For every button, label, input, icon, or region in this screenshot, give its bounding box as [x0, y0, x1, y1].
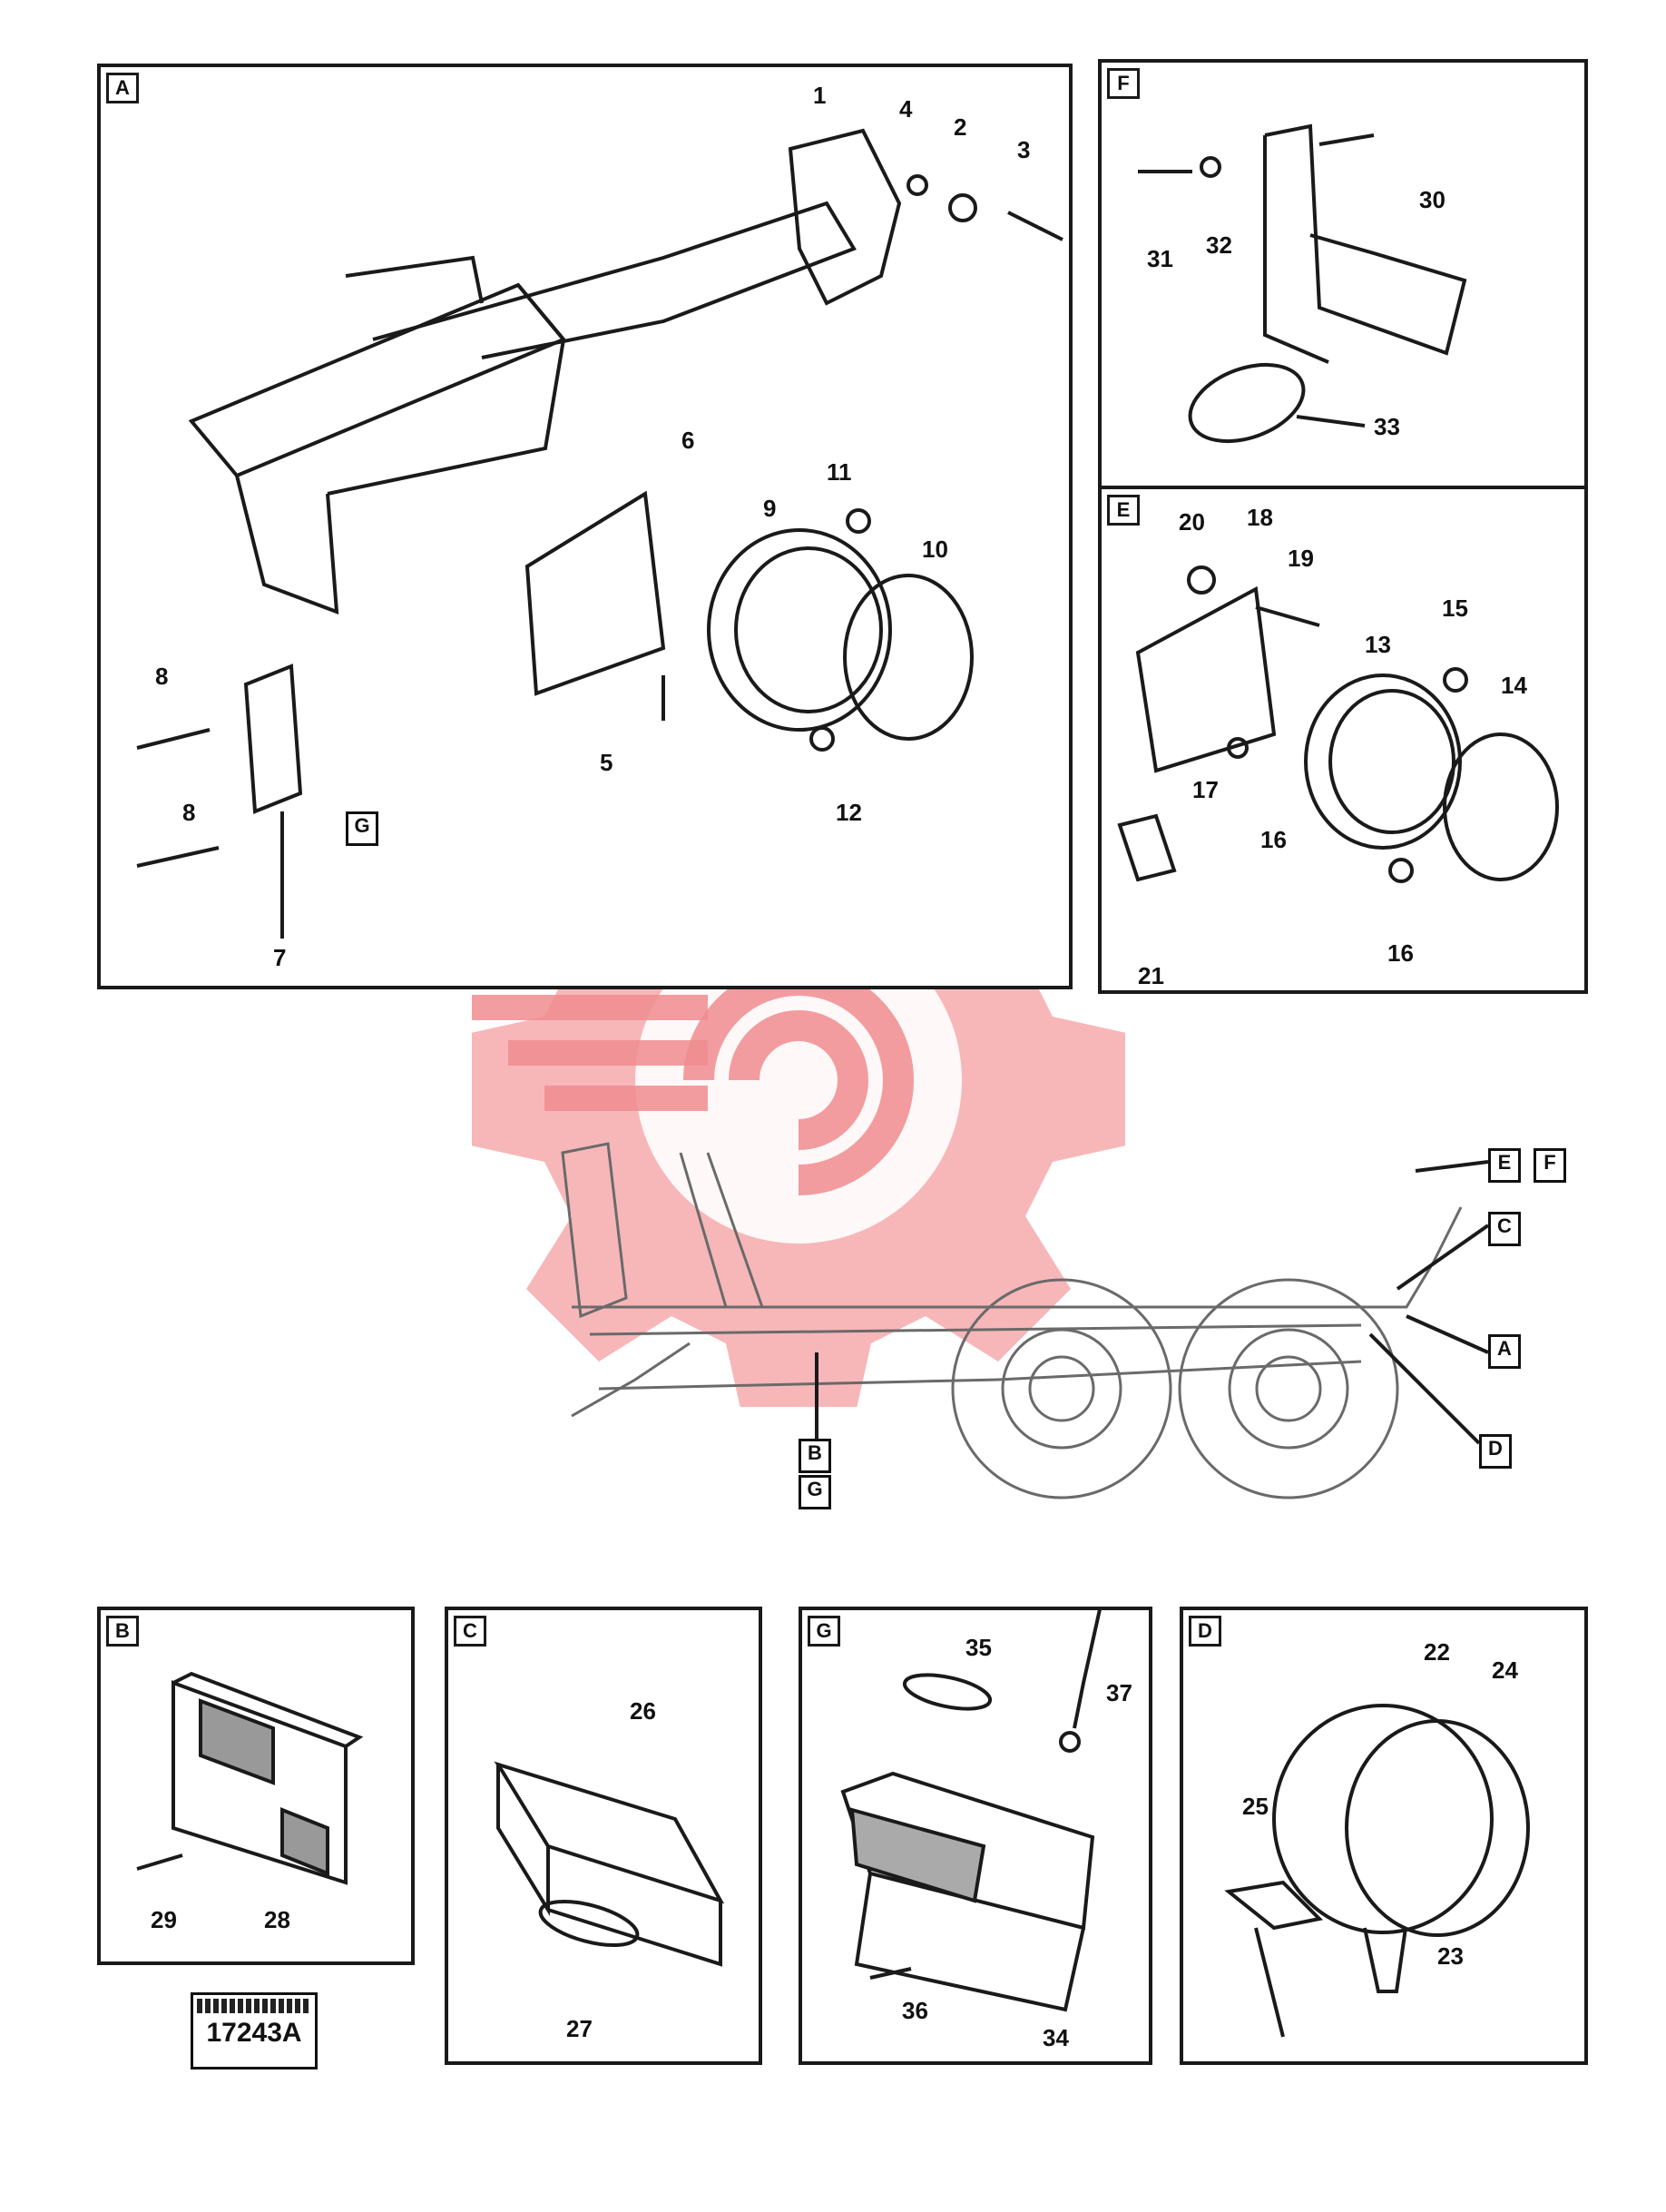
svg-text:16: 16 — [1387, 939, 1414, 967]
panel-g-lamp-assembly: G 35 37 36 34 — [799, 1607, 1152, 2065]
svg-text:4: 4 — [899, 95, 913, 123]
vehicle-ref-e: E — [1488, 1148, 1521, 1183]
svg-text:8: 8 — [182, 799, 195, 826]
svg-text:7: 7 — [273, 944, 286, 971]
panel-a-drawing: 1 4 2 3 6 11 9 10 8 5 12 8 7 — [136, 82, 1063, 971]
svg-text:5: 5 — [600, 749, 612, 776]
vehicle-ref-a: A — [1488, 1334, 1521, 1369]
svg-text:26: 26 — [630, 1697, 656, 1725]
svg-text:21: 21 — [1138, 962, 1164, 989]
svg-text:29: 29 — [151, 1906, 177, 1933]
svg-text:15: 15 — [1442, 595, 1468, 622]
svg-text:27: 27 — [566, 2015, 593, 2042]
svg-text:20: 20 — [1179, 508, 1205, 536]
panel-b-drawing: 29 28 — [136, 1671, 364, 1933]
svg-text:2: 2 — [954, 113, 966, 141]
panel-e-tag: E — [1107, 495, 1140, 526]
panel-g-tag: G — [808, 1616, 840, 1647]
panel-e-drawing: 20 18 19 13 15 14 17 16 21 16 — [1117, 504, 1559, 989]
panel-c-drawing: 26 27 — [494, 1697, 725, 2042]
vehicle-ref-b: B — [799, 1439, 831, 1473]
panel-f-tag: F — [1107, 68, 1140, 99]
svg-text:13: 13 — [1365, 631, 1391, 658]
svg-text:1: 1 — [813, 82, 826, 109]
svg-text:32: 32 — [1206, 231, 1232, 259]
vehicle-ref-g: G — [799, 1475, 831, 1509]
svg-text:22: 22 — [1424, 1638, 1450, 1666]
svg-text:37: 37 — [1106, 1679, 1132, 1706]
panel-b-rear-lamp: B 29 28 — [97, 1607, 415, 1965]
ref-box-g: G — [346, 811, 378, 846]
panel-c-tag: C — [454, 1616, 486, 1647]
drawing-number-hatch-top — [197, 1999, 311, 2013]
svg-text:12: 12 — [836, 799, 862, 826]
svg-text:8: 8 — [155, 663, 168, 690]
panel-d-drawing: 22 24 25 23 — [1224, 1638, 1530, 2038]
drawing-number-text: 17243A — [206, 2018, 302, 2048]
svg-text:11: 11 — [827, 458, 852, 486]
svg-text:31: 31 — [1147, 245, 1173, 272]
panel-b-tag: B — [106, 1616, 139, 1647]
panel-g-drawing: 35 37 36 34 — [840, 1610, 1132, 2051]
vehicle-ref-f: F — [1534, 1148, 1566, 1183]
svg-text:36: 36 — [902, 1997, 928, 2024]
svg-text:24: 24 — [1492, 1657, 1518, 1684]
svg-text:33: 33 — [1374, 413, 1400, 440]
svg-text:30: 30 — [1419, 186, 1446, 213]
drawing-number-label: 17243A — [191, 1992, 318, 2069]
panel-e-headlight-assembly: E 20 18 19 13 15 14 17 16 21 16 — [1098, 486, 1588, 994]
panel-a-headlight-bracket: A — [97, 64, 1073, 989]
svg-text:3: 3 — [1017, 136, 1030, 163]
svg-text:10: 10 — [922, 536, 948, 563]
svg-text:17: 17 — [1192, 776, 1219, 803]
panel-c-marker-lamp: C 26 27 — [445, 1607, 762, 2065]
svg-text:34: 34 — [1043, 2024, 1069, 2051]
svg-text:16: 16 — [1260, 826, 1287, 853]
svg-text:9: 9 — [763, 495, 776, 522]
svg-text:19: 19 — [1288, 545, 1314, 572]
svg-text:18: 18 — [1247, 504, 1273, 531]
svg-text:6: 6 — [681, 427, 694, 454]
svg-text:14: 14 — [1501, 672, 1527, 699]
panel-a-tag: A — [106, 73, 139, 103]
panel-f-bracket: F 31 32 30 33 — [1098, 59, 1588, 490]
panel-f-drawing: 31 32 30 33 — [1138, 123, 1467, 444]
svg-text:25: 25 — [1242, 1793, 1269, 1820]
panel-d-tag: D — [1189, 1616, 1221, 1647]
vehicle-ref-d: D — [1479, 1434, 1512, 1469]
vehicle-ref-c: C — [1488, 1212, 1521, 1246]
svg-text:28: 28 — [264, 1906, 290, 1933]
panel-d-spot-lamp: D 22 24 25 23 — [1180, 1607, 1588, 2065]
svg-text:23: 23 — [1437, 1942, 1464, 1970]
svg-text:35: 35 — [965, 1634, 992, 1661]
